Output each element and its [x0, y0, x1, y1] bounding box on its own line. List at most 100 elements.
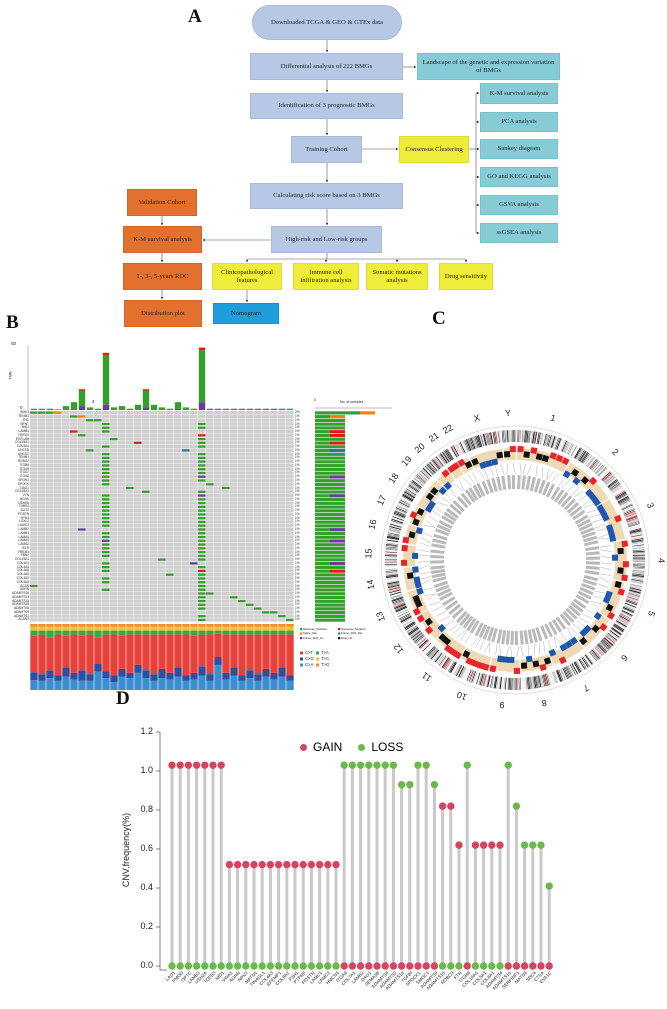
oncoplot-cell	[270, 614, 278, 618]
oncoplot-cell	[182, 565, 190, 569]
oncoplot-cell	[134, 546, 142, 551]
oncoplot-cell	[278, 505, 286, 509]
gene-name-label	[501, 475, 507, 490]
oncoplot-cell	[278, 456, 286, 460]
oncoplot-cell	[118, 471, 126, 475]
lollipop-base	[406, 962, 414, 970]
oncoplot-cell	[86, 437, 94, 441]
oncoplot-cell	[86, 561, 94, 566]
signature-bar-segment	[182, 630, 190, 635]
oncoplot-cell	[238, 486, 246, 490]
oncoplot-cell	[62, 486, 70, 490]
oncoplot-cell	[118, 550, 126, 554]
oncoplot-cell	[142, 444, 150, 449]
oncoplot-cell	[118, 606, 126, 611]
oncoplot-cell	[166, 610, 174, 615]
gene-name-label	[585, 565, 600, 570]
sample-count-bar	[315, 445, 345, 449]
oncoplot-cell	[166, 459, 174, 464]
oncoplot-cell	[30, 614, 38, 618]
cnv-marker	[424, 626, 434, 635]
signature-bar-segment	[46, 624, 54, 627]
gene-label: FBN2	[20, 553, 29, 558]
tmb-bar	[166, 408, 174, 410]
cnv-marker	[457, 458, 466, 467]
gene-name-label	[527, 629, 534, 644]
oncoplot-cell	[230, 531, 238, 535]
oncoplot-cell	[70, 467, 78, 471]
mutation-cell	[102, 524, 110, 527]
tmb-bar	[30, 408, 38, 410]
oncoplot-cell	[150, 584, 158, 588]
oncoplot-cell	[46, 452, 54, 456]
oncoplot-cell	[94, 505, 102, 509]
oncoplot-cell	[142, 527, 150, 532]
oncoplot-cell	[102, 418, 110, 422]
oncoplot-cell	[30, 565, 38, 569]
oncoplot-cell	[150, 527, 158, 532]
cytoband	[595, 465, 605, 475]
oncoplot-cell	[158, 520, 166, 524]
cnv-marker	[530, 447, 538, 455]
oncoplot-cell	[110, 603, 118, 607]
gene-percent: 1%	[295, 470, 300, 475]
cnv-marker	[414, 600, 423, 609]
oncoplot-cell	[278, 591, 286, 596]
lollipop-head	[365, 761, 373, 769]
tmb-zero-label: 0	[20, 405, 23, 410]
oncoplot-cell	[94, 569, 102, 573]
oncoplot-cell	[38, 520, 46, 524]
gene-name-label	[510, 630, 514, 645]
oncoplot-cell	[262, 422, 270, 426]
oncoplot-cell	[254, 539, 262, 543]
oncoplot-cell	[190, 524, 198, 528]
signature-bar-segment	[270, 624, 278, 627]
gene-link-line	[424, 594, 437, 596]
cnv-track	[598, 499, 625, 542]
gene-label: LAMA2	[18, 542, 29, 547]
oncoplot-cell	[158, 418, 166, 422]
gene-name-label	[496, 629, 503, 644]
oncoplot-cell	[46, 505, 54, 509]
oncoplot-cell	[174, 426, 182, 430]
oncoplot-cell	[54, 497, 62, 502]
mutation-cell	[134, 441, 142, 444]
oncoplot-cell	[46, 501, 54, 505]
signature-bar-segment	[150, 630, 158, 635]
consensus-output-km: K-M survival analysis	[480, 83, 558, 104]
oncoplot-cell	[38, 475, 46, 479]
sample-count-bar	[330, 448, 345, 453]
mutation-cell	[102, 588, 110, 591]
cnv-marker	[593, 611, 603, 621]
signature-bar-segment	[206, 626, 214, 631]
oncoplot-cell	[134, 418, 142, 422]
tmb-bar	[78, 390, 86, 407]
tmb-bar	[102, 404, 110, 410]
oncoplot-cell	[174, 569, 182, 573]
oncoplot-cell	[222, 516, 230, 520]
oncoplot-cell	[270, 508, 278, 513]
gene-percent: 1%	[295, 515, 300, 520]
oncoplot-cell	[78, 565, 86, 569]
signature-bar-segment	[118, 635, 126, 669]
oncoplot-cell	[150, 486, 158, 490]
lollipop-head	[512, 802, 521, 810]
cnv-track	[403, 544, 416, 567]
gene-link-line	[600, 549, 612, 552]
consensus-output-ssgsea: ssGSEA analysis	[480, 223, 558, 243]
oncoplot-cell	[94, 584, 102, 588]
oncoplot-cell	[182, 591, 190, 596]
gene-link-line	[478, 470, 486, 480]
signature-bar-segment	[182, 624, 190, 627]
oncoplot-cell	[142, 576, 150, 581]
mutation-cell	[70, 415, 78, 418]
tmb-bar	[118, 406, 126, 410]
oncoplot-cell	[54, 606, 62, 611]
lollipop-head	[373, 761, 381, 769]
oncoplot-cell	[254, 429, 262, 434]
oncoplot-cell	[110, 606, 118, 611]
oncoplot-cell	[254, 546, 262, 551]
gene-name-label	[581, 582, 596, 591]
gene-link-line	[553, 636, 557, 648]
oncoplot-cell	[190, 588, 198, 592]
